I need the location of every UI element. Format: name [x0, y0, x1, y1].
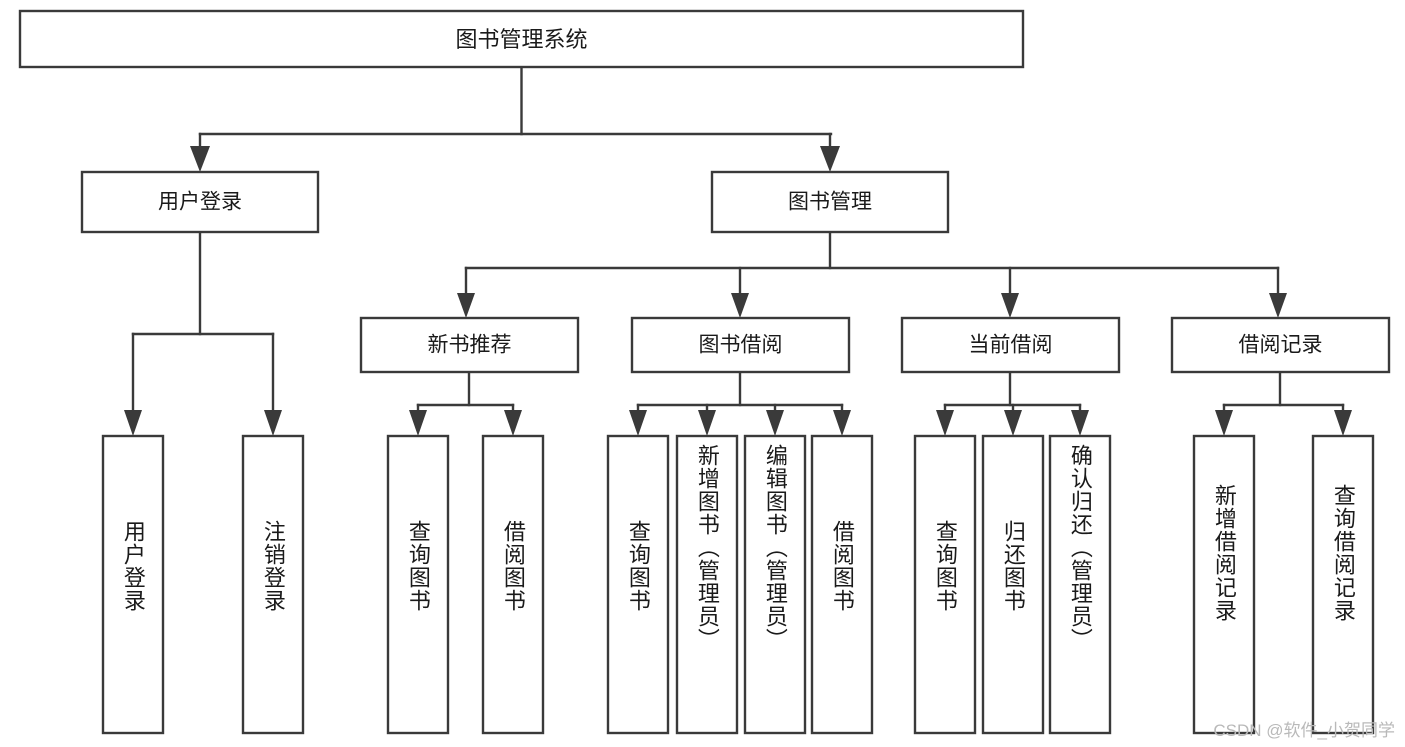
arrow-head-leaf-add-book-admin: [698, 410, 716, 436]
connector-group-new-book-recommend: [409, 370, 522, 436]
node-user-login-box[interactable]: [80, 170, 320, 234]
arrow-head-leaf-query-book-recommend: [409, 410, 427, 436]
connector-group-user-login: [124, 230, 282, 436]
arrow-head-leaf-logout: [264, 410, 282, 436]
connector-group-book-management: [457, 230, 1287, 318]
node-borrow-record-box[interactable]: [1170, 316, 1391, 374]
node-leaf-borrow-book-recommend-box[interactable]: [481, 434, 545, 735]
node-leaf-edit-book-admin-box[interactable]: [743, 434, 807, 735]
node-new-book-recommend[interactable]: 新书推荐: [359, 316, 580, 374]
arrow-head-leaf-query-borrow-record: [1334, 410, 1352, 436]
connector-group-borrow-record: [1215, 370, 1352, 436]
node-book-borrow-box[interactable]: [630, 316, 851, 374]
node-leaf-confirm-return-admin-box[interactable]: [1048, 434, 1112, 735]
node-user-login[interactable]: 用户登录: [80, 170, 320, 234]
arrow-head-leaf-confirm-return-admin: [1071, 410, 1089, 436]
node-leaf-logout-box[interactable]: [241, 434, 305, 735]
arrow-head-leaf-edit-book-admin: [766, 410, 784, 436]
node-leaf-query-book-borrow-box[interactable]: [606, 434, 670, 735]
arrow-head-new-book-recommend: [457, 293, 475, 318]
arrow-head-book-management: [820, 146, 840, 172]
node-book-management[interactable]: 图书管理: [710, 170, 950, 234]
connector-group-current-borrow: [936, 370, 1089, 436]
node-leaf-borrow-book-box[interactable]: [810, 434, 874, 735]
leaf-boxes: [101, 434, 1375, 735]
node-book-borrow-label: 图书借阅: [699, 334, 783, 357]
node-borrow-record-label: 借阅记录: [1239, 334, 1323, 357]
csdn-watermark: CSDN @软件_小贺同学: [1213, 721, 1395, 740]
node-leaf-query-book-recommend-box[interactable]: [386, 434, 450, 735]
arrow-head-leaf-add-borrow-record: [1215, 410, 1233, 436]
node-user-login-label: 用户登录: [158, 191, 242, 214]
node-new-book-recommend-box[interactable]: [359, 316, 580, 374]
node-leaf-return-book-box[interactable]: [981, 434, 1045, 735]
arrow-head-leaf-borrow-book: [833, 410, 851, 436]
node-book-borrow[interactable]: 图书借阅: [630, 316, 851, 374]
node-root-box[interactable]: [18, 9, 1025, 69]
arrow-head-book-borrow: [731, 293, 749, 318]
node-book-management-label: 图书管理: [788, 191, 872, 214]
arrow-head-leaf-borrow-book-recommend: [504, 410, 522, 436]
arrow-head-borrow-record: [1269, 293, 1287, 318]
arrow-head-leaf-query-book-borrow: [629, 410, 647, 436]
node-leaf-add-borrow-record-box[interactable]: [1192, 434, 1256, 735]
node-leaf-add-book-admin-box[interactable]: [675, 434, 739, 735]
node-current-borrow-label: 当前借阅: [969, 334, 1053, 357]
node-leaf-query-borrow-record-box[interactable]: [1311, 434, 1375, 735]
node-leaf-query-book-current-box[interactable]: [913, 434, 977, 735]
arrow-head-leaf-query-book-current: [936, 410, 954, 436]
node-current-borrow[interactable]: 当前借阅: [900, 316, 1121, 374]
node-new-book-recommend-label: 新书推荐: [428, 334, 512, 357]
node-leaf-user-login-box[interactable]: [101, 434, 165, 735]
node-borrow-record[interactable]: 借阅记录: [1170, 316, 1391, 374]
connector-group-root: [190, 65, 840, 172]
node-book-management-box[interactable]: [710, 170, 950, 234]
arrow-head-leaf-user-login: [124, 410, 142, 436]
node-root-label: 图书管理系统: [455, 27, 587, 52]
node-current-borrow-box[interactable]: [900, 316, 1121, 374]
arrow-head-leaf-return-book: [1004, 410, 1022, 436]
arrow-head-current-borrow: [1001, 293, 1019, 318]
node-root[interactable]: 图书管理系统: [18, 9, 1025, 69]
arrow-head-user-login: [190, 146, 210, 172]
connector-group-book-borrow: [629, 370, 851, 436]
